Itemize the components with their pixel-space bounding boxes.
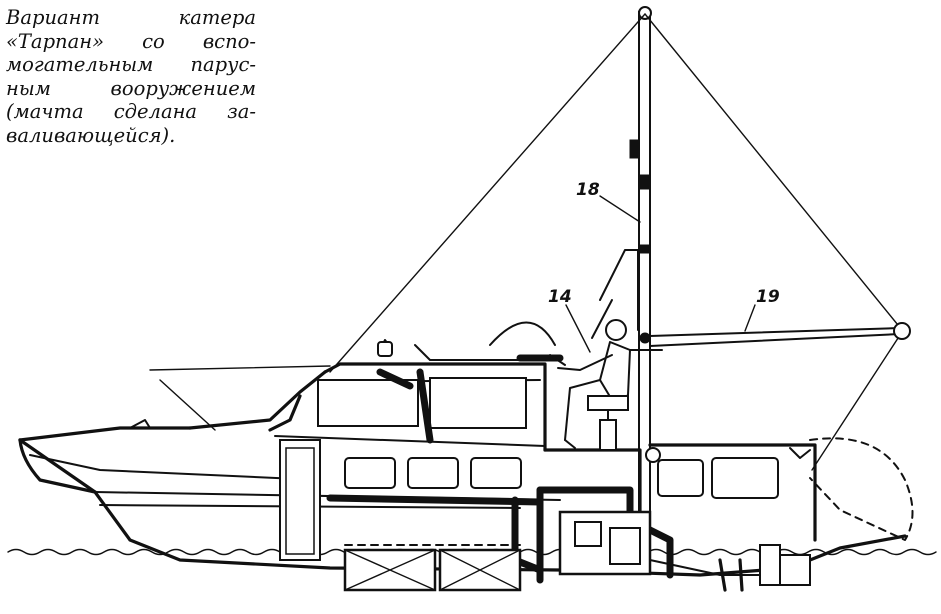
caption-line-2: «Тарпан» со вспо- — [6, 29, 256, 53]
aft-cabin — [543, 443, 817, 586]
steering-wheel — [516, 354, 566, 366]
callout-14: 14 — [548, 287, 591, 353]
callout-18: 18 — [576, 180, 641, 223]
caption-line-5: (мачта сделана за- — [6, 100, 256, 123]
flybridge-screen — [414, 249, 639, 361]
figure-caption: Вариант катера «Тарпан» со вспо- могател… — [6, 6, 256, 147]
boom — [649, 322, 911, 347]
engine-compartment — [511, 486, 761, 592]
rigging — [149, 13, 903, 471]
caption-line-4: ным вооружением — [6, 76, 256, 100]
dashed-outline — [809, 437, 914, 541]
caption-line-1: Вариант катера — [6, 6, 256, 29]
cabin — [268, 339, 547, 561]
callout-19: 19 — [744, 287, 780, 332]
callout-label-14: 14 — [548, 287, 572, 307]
helmsman-figure — [557, 319, 631, 451]
caption-line-6: валивающейся). — [6, 123, 176, 147]
bilge-crates — [343, 544, 522, 592]
callout-label-18: 18 — [576, 180, 600, 200]
caption-line-3: могательным парус- — [6, 53, 256, 76]
callout-label-19: 19 — [756, 287, 780, 307]
